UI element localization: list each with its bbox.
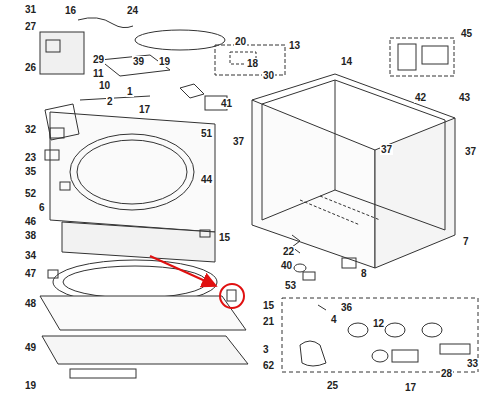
callout-number: 12 [372,318,385,329]
callout-number: 2 [106,96,114,107]
callout-number: 37 [232,136,245,147]
callout-number: 34 [24,250,37,261]
callout-number: 48 [24,298,37,309]
callout-number: 33 [466,358,479,369]
callout-number: 15 [262,300,275,311]
callout-number: 32 [24,124,37,135]
callout-number: 40 [280,260,293,271]
callout-number: 4 [330,314,338,325]
callout-number: 1 [126,86,134,97]
parts-kit [282,298,478,372]
callout-number: 37 [464,146,477,157]
callout-number: 42 [414,92,427,103]
callout-number: 23 [24,152,37,163]
callout-number: 37 [380,144,393,155]
callout-number: 49 [24,342,37,353]
callout-number: 6 [38,202,46,213]
callout-number: 35 [24,166,37,177]
callout-number: 16 [64,5,77,16]
callout-number: 51 [200,128,213,139]
callout-number: 27 [24,21,37,32]
callout-number: 10 [98,80,111,91]
callout-number: 22 [282,246,295,257]
callout-number: 41 [220,98,233,109]
callout-number: 21 [262,316,275,327]
callout-number: 36 [340,302,353,313]
callout-number: 14 [340,56,353,67]
callout-number: 39 [132,56,145,67]
callout-number: 44 [200,174,213,185]
callout-number: 52 [24,188,37,199]
callout-number: 8 [360,268,368,279]
callout-number: 43 [458,92,471,103]
callout-number: 29 [92,54,105,65]
callout-number: 13 [288,40,301,51]
callout-number: 45 [460,28,473,39]
callout-number: 25 [326,380,339,391]
door [40,260,248,378]
callout-number: 31 [24,4,37,15]
highlight [150,256,244,308]
callout-number: 18 [246,58,259,69]
callout-number: 11 [92,68,105,79]
callout-number: 26 [24,62,37,73]
callout-number: 28 [440,368,453,379]
top-assemblies [40,18,454,160]
callout-number: 53 [284,280,297,291]
callout-number: 38 [24,230,37,241]
cabinet [252,74,455,280]
callout-number: 19 [24,380,37,391]
callout-number: 46 [24,216,37,227]
callout-number: 19 [158,56,171,67]
callout-number: 20 [234,36,247,47]
callout-number: 17 [138,104,151,115]
callout-number: 3 [262,344,270,355]
callout-number: 17 [404,382,417,393]
callout-number: 24 [126,5,139,16]
callout-number: 30 [262,70,275,81]
callout-number: 47 [24,268,37,279]
callout-number: 7 [462,236,470,247]
callout-number: 62 [262,360,275,371]
callout-number: 15 [218,232,231,243]
